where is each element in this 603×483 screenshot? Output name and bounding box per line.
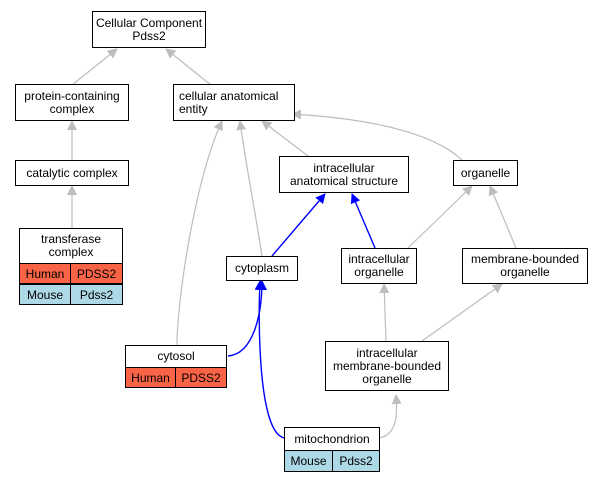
- annotation-gene-pdss2: Pdss2: [332, 450, 380, 472]
- node-cellular-component[interactable]: Cellular Component Pdss2: [92, 11, 206, 48]
- edge-intracellular-structure-to-anatomical-entity: [261, 120, 309, 157]
- node-membrane-bounded-organelle[interactable]: membrane-bounded organelle: [462, 248, 588, 284]
- node-catalytic-complex[interactable]: catalytic complex: [15, 160, 129, 186]
- annotation-species-human: Human: [19, 263, 71, 284]
- edge-cytoplasm-to-intracellular-structure: [271, 193, 326, 257]
- edge-organelle-to-anatomical-entity: [291, 109, 463, 161]
- node-cellular-anatomical-entity[interactable]: cellular anatomical entity: [173, 84, 295, 121]
- edge-anatomical-entity-to-cellular-component: [165, 48, 212, 86]
- node-intracellular-anatomical-structure[interactable]: intracellular anatomical structure: [279, 156, 409, 193]
- annotation-species-human: Human: [125, 367, 176, 388]
- annotation-gene-pdss2: Pdss2: [70, 284, 123, 305]
- edge-membrane-organelle-to-organelle: [488, 185, 517, 249]
- annotation-gene-pdss2: PDSS2: [175, 367, 227, 388]
- node-intracellular-membrane-bounded-organelle[interactable]: intracellular membrane-bounded organelle: [325, 341, 449, 391]
- edge-intra-membrane-organelle-to-membrane-organelle: [421, 283, 503, 342]
- node-mitochondrion[interactable]: mitochondrion: [284, 427, 380, 451]
- annotation-gene-pdss2: PDSS2: [70, 263, 123, 284]
- edge-intracellular-organelle-to-intracellular-structure: [350, 193, 376, 249]
- edge-intracellular-organelle-to-organelle: [407, 185, 473, 249]
- edge-intra-membrane-organelle-to-intracellular-organelle: [379, 283, 390, 342]
- node-protein-containing-complex[interactable]: protein-containing complex: [15, 84, 129, 121]
- edge-mitochondrion-to-cytoplasm: [254, 280, 286, 439]
- edge-mitochondrion-to-intra-membrane-organelle: [379, 394, 402, 439]
- node-transferase-complex[interactable]: transferase complex: [19, 228, 123, 264]
- node-organelle[interactable]: organelle: [453, 160, 518, 186]
- node-cytosol[interactable]: cytosol: [125, 345, 227, 368]
- node-cytoplasm[interactable]: cytoplasm: [226, 256, 298, 281]
- node-intracellular-organelle[interactable]: intracellular organelle: [341, 248, 417, 284]
- edge-cytosol-to-anatomical-entity: [176, 120, 223, 346]
- edge-cytoplasm-to-anatomical-entity: [236, 120, 263, 257]
- annotation-species-mouse: Mouse: [284, 450, 333, 472]
- edge-protein-complex-to-cellular-component: [71, 48, 118, 86]
- annotation-species-mouse: Mouse: [19, 284, 71, 305]
- edge-cytosol-to-cytoplasm: [227, 280, 267, 357]
